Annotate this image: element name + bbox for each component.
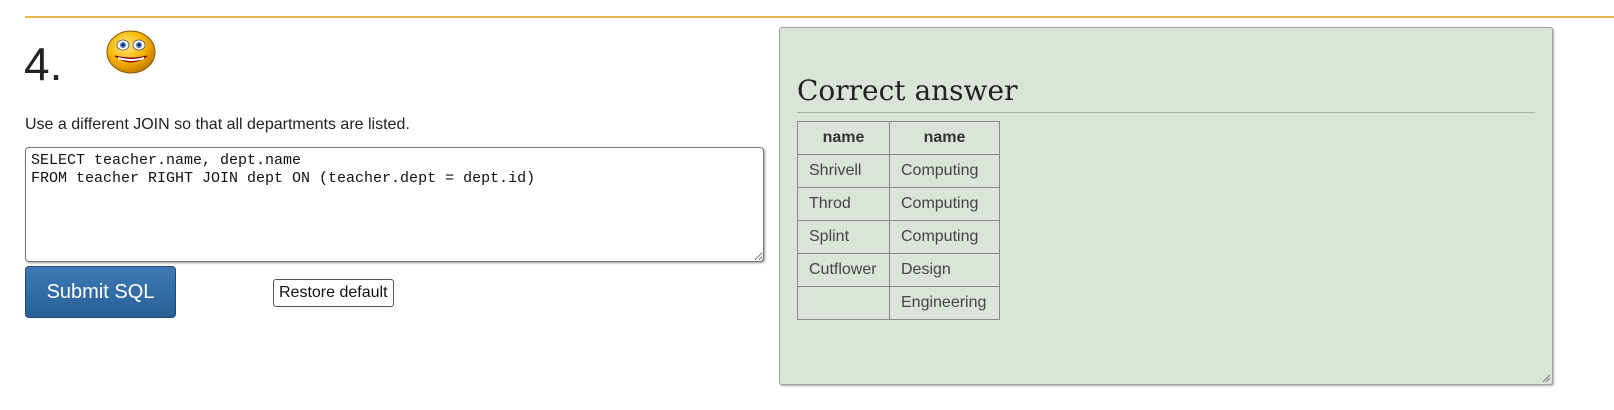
question-number: 4. bbox=[24, 38, 63, 90]
resize-grip-icon[interactable] bbox=[1542, 374, 1550, 382]
sql-editor[interactable]: SELECT teacher.name, dept.name FROM teac… bbox=[25, 147, 764, 262]
table-cell: Throd bbox=[797, 187, 890, 221]
answer-divider bbox=[797, 112, 1535, 113]
smiley-face-icon bbox=[106, 30, 156, 74]
table-cell bbox=[797, 286, 890, 320]
table-row: Throd Computing bbox=[797, 187, 1000, 221]
table-cell: Splint bbox=[797, 220, 890, 254]
table-cell: Shrivell bbox=[797, 154, 890, 188]
question-prompt: Use a different JOIN so that all departm… bbox=[25, 116, 410, 133]
answer-panel: Correct answer name name Shrivell Comput… bbox=[779, 27, 1553, 385]
column-header: name bbox=[889, 121, 1000, 155]
table-row: Cutflower Design bbox=[797, 253, 1000, 287]
table-cell: Computing bbox=[889, 187, 1000, 221]
table-cell: Cutflower bbox=[797, 253, 890, 287]
restore-default-button[interactable]: Restore default bbox=[273, 279, 394, 307]
table-row: Shrivell Computing bbox=[797, 154, 1000, 188]
result-table: name name Shrivell Computing Throd Compu… bbox=[797, 121, 1000, 320]
answer-heading: Correct answer bbox=[797, 74, 1018, 107]
table-cell: Computing bbox=[889, 154, 1000, 188]
table-row: Splint Computing bbox=[797, 220, 1000, 254]
table-row: Engineering bbox=[797, 286, 1000, 320]
table-cell: Engineering bbox=[889, 286, 1000, 320]
table-header-row: name name bbox=[797, 121, 1000, 155]
table-cell: Computing bbox=[889, 220, 1000, 254]
column-header: name bbox=[797, 121, 890, 155]
table-cell: Design bbox=[889, 253, 1000, 287]
top-divider bbox=[25, 16, 1614, 18]
submit-sql-button[interactable]: Submit SQL bbox=[25, 266, 176, 318]
